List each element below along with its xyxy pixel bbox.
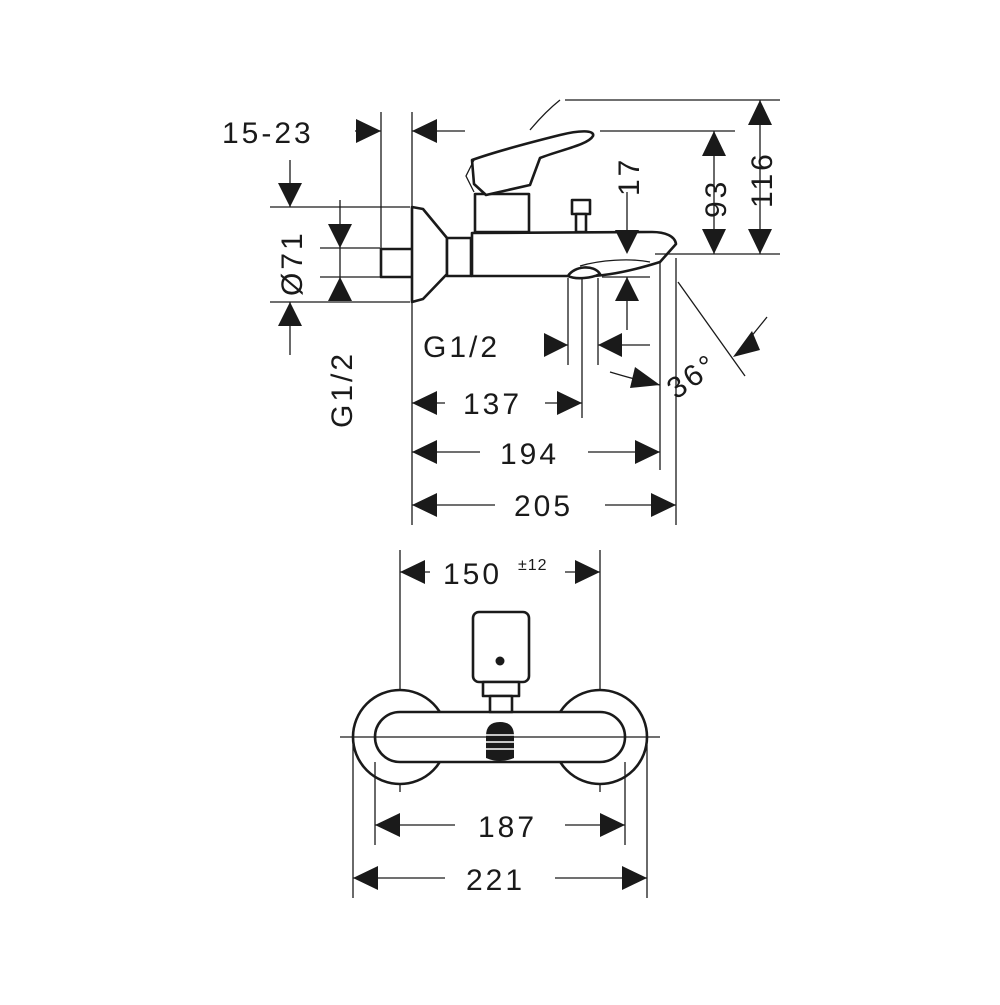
dim-connection-depth: 15-23 xyxy=(222,117,314,150)
dim-projection-205: 205 xyxy=(514,490,573,523)
arrowhead xyxy=(615,277,639,301)
body-contour xyxy=(579,259,651,267)
dim-spout-height: 17 xyxy=(613,157,646,196)
arrowhead xyxy=(748,100,772,125)
arrowhead xyxy=(412,493,437,517)
dim-spout-194: 194 xyxy=(500,438,559,471)
arrowhead xyxy=(328,277,352,301)
arrowhead xyxy=(615,230,639,254)
diverter-stem xyxy=(574,212,588,234)
arrowhead xyxy=(635,440,660,464)
lever-front xyxy=(471,610,531,684)
lever-contour xyxy=(465,159,475,193)
cartridge-cap xyxy=(481,680,521,698)
cartridge-stem xyxy=(488,694,514,714)
arrowhead xyxy=(557,391,582,415)
dim-height-116: 116 xyxy=(746,151,779,208)
arrowhead xyxy=(702,131,726,156)
angle-leg xyxy=(677,281,746,377)
lever-indicator xyxy=(495,656,505,666)
arrowhead xyxy=(412,391,437,415)
arrowhead xyxy=(353,866,378,890)
arrowhead xyxy=(748,229,772,254)
arrowhead xyxy=(622,866,647,890)
arrowhead xyxy=(400,560,425,584)
arrowhead xyxy=(278,302,302,326)
dim-rosette-diameter: Ø71 xyxy=(276,230,309,296)
arrowhead xyxy=(598,333,622,357)
side-view: 15-23 Ø71 G1/2 17 xyxy=(222,99,780,525)
dim-inner-width: 187 xyxy=(478,811,537,844)
dim-centers-tolerance: ±12 xyxy=(518,557,548,574)
wall-rosette xyxy=(410,205,449,304)
arrowhead xyxy=(733,331,760,357)
wall-connector xyxy=(379,247,415,279)
arrowhead xyxy=(651,493,676,517)
arrowhead xyxy=(702,229,726,254)
arrowhead xyxy=(575,560,600,584)
arrowhead xyxy=(278,183,302,207)
dim-outlet-137: 137 xyxy=(463,388,522,421)
cartridge-housing xyxy=(473,192,531,234)
outlet-thread xyxy=(566,266,602,280)
dim-overall-width: 221 xyxy=(466,864,525,897)
front-view: 150 ±12 187 221 xyxy=(340,550,660,898)
arrowhead xyxy=(544,333,568,357)
arrowhead xyxy=(375,813,400,837)
dim-thread-wall: G1/2 xyxy=(326,351,359,428)
arrowhead xyxy=(600,813,625,837)
lever-swing-contour xyxy=(529,99,561,131)
arrowhead xyxy=(328,224,352,248)
dim-height-93: 93 xyxy=(700,179,733,218)
dim-thread-outlet: G1/2 xyxy=(423,331,500,364)
diverter-knob xyxy=(570,198,592,216)
dim-centers: 150 xyxy=(443,558,502,591)
body-nut xyxy=(445,236,473,278)
mixer-lever xyxy=(470,130,595,197)
arrowhead xyxy=(412,119,437,143)
arrowhead xyxy=(356,119,381,143)
arrowhead xyxy=(630,367,660,388)
dim-angle: 36° xyxy=(661,348,724,406)
arrowhead xyxy=(412,440,437,464)
